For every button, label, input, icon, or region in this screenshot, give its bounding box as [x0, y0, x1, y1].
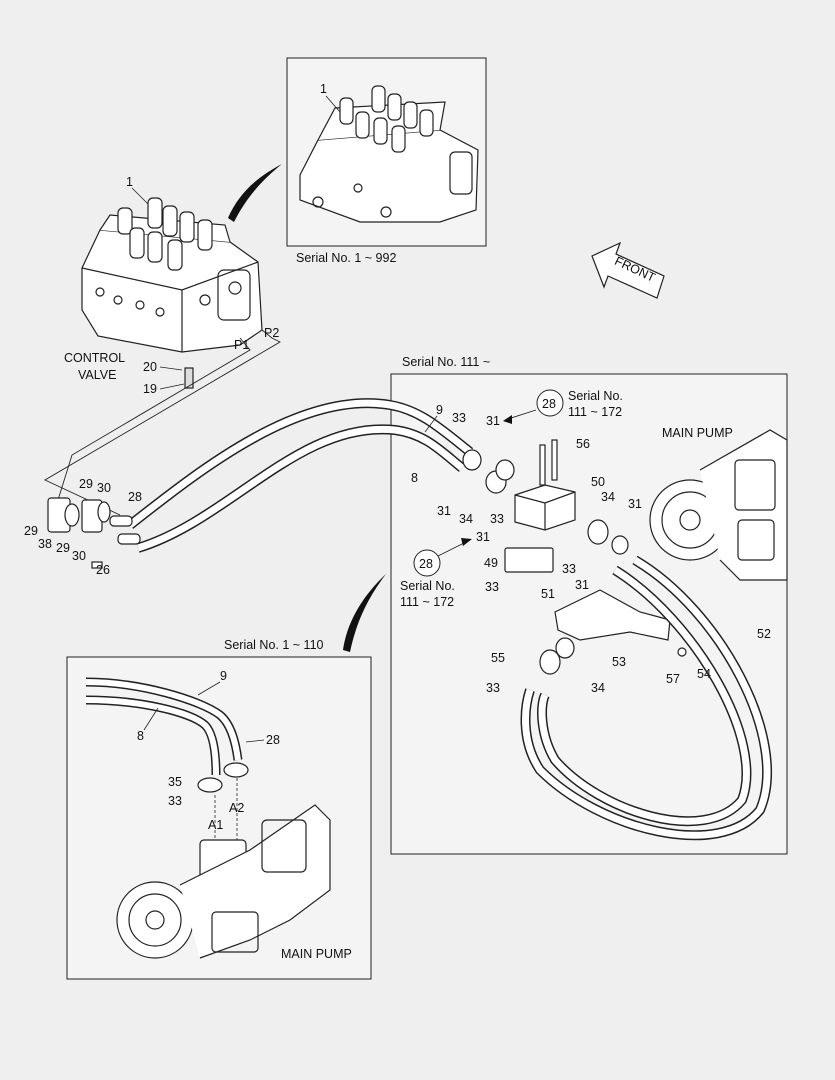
port-a1-label: A1	[208, 818, 223, 832]
left-fittings-drawing	[47, 497, 141, 569]
main-hose-pair	[126, 398, 474, 553]
top-inset-part-1-label: 1	[320, 82, 327, 96]
left-part-30b-label: 30	[72, 549, 86, 563]
b-part-28-label: 28	[266, 733, 280, 747]
circled-ref-28-lower: 28 Serial No. 111 ~ 172	[400, 538, 472, 609]
top-inset-pointer	[228, 164, 282, 222]
circled-ref-28-upper: 28 Serial No. 111 ~ 172	[503, 389, 623, 424]
control-valve-drawing	[81, 197, 263, 389]
right-loop-hoses	[520, 555, 773, 841]
b-part-35-label: 35	[168, 775, 182, 789]
port-p1-leader	[57, 337, 251, 501]
circled-ref-28-upper-note1: Serial No.	[568, 389, 623, 403]
r-part-9-label: 9	[436, 403, 443, 417]
part-20-label: 20	[143, 360, 157, 374]
left-part-28-label: 28	[128, 490, 142, 504]
part-19-label: 19	[143, 382, 157, 396]
r-part-33a-label: 33	[452, 411, 466, 425]
bottom-inset-caption: Serial No. 1 ~ 110	[224, 638, 324, 652]
b-part-9-label: 9	[220, 669, 227, 683]
r-part-31a-label: 31	[486, 414, 500, 428]
bottom-inset-pointer	[343, 574, 386, 652]
r-part-54-label: 54	[697, 667, 711, 681]
r-part-50-label: 50	[591, 475, 605, 489]
r-part-34c-label: 34	[591, 681, 605, 695]
r-part-51-label: 51	[541, 587, 555, 601]
r-part-31d-label: 31	[476, 530, 490, 544]
b-part-9-leader	[197, 681, 221, 696]
right-main-pump-label: MAIN PUMP	[662, 426, 733, 440]
part-20-leader	[159, 366, 183, 371]
control-valve-title-line2: VALVE	[78, 368, 116, 382]
r-part-31b-label: 31	[628, 497, 642, 511]
left-part-29a-label: 29	[79, 477, 93, 491]
circled-ref-28-upper-number: 28	[542, 397, 556, 411]
port-p2-leader	[44, 329, 281, 516]
bottom-main-pump-label: MAIN PUMP	[281, 947, 352, 961]
part-19-leader	[159, 383, 185, 390]
circled-ref-28-lower-note2: 111 ~ 172	[400, 595, 454, 609]
left-part-30a-label: 30	[97, 481, 111, 495]
right-manifold-drawing	[462, 439, 687, 675]
b-part-8-label: 8	[137, 729, 144, 743]
front-arrow: FRONT	[591, 241, 665, 299]
top-inset-part-1-leader	[325, 95, 341, 113]
port-a2-label: A2	[229, 801, 244, 815]
r-part-9-leader	[424, 415, 438, 433]
right-main-pump-drawing	[649, 429, 788, 581]
top-inset-caption: Serial No. 1 ~ 992	[296, 251, 396, 265]
r-part-33e-label: 33	[486, 681, 500, 695]
top-inset-valve-drawing	[299, 85, 479, 223]
r-part-8-label: 8	[411, 471, 418, 485]
r-part-34a-label: 34	[601, 490, 615, 504]
r-part-33c-label: 33	[562, 562, 576, 576]
left-part-26-label: 26	[96, 563, 110, 577]
left-part-38-label: 38	[38, 537, 52, 551]
b-part-28-leader	[245, 739, 265, 743]
right-inset-caption: Serial No. 111 ~	[402, 355, 490, 369]
circled-ref-28-lower-note1: Serial No.	[400, 579, 455, 593]
circled-ref-28-upper-note2: 111 ~ 172	[568, 405, 622, 419]
r-part-57-label: 57	[666, 672, 680, 686]
r-part-34b-label: 34	[459, 512, 473, 526]
port-p1-label: P1	[234, 338, 249, 352]
b-part-33-label: 33	[168, 794, 182, 808]
cv-part-1-label: 1	[126, 175, 133, 189]
bottom-inset-hoses	[85, 677, 243, 776]
left-part-29b-label: 29	[24, 524, 38, 538]
port-p2-label: P2	[264, 326, 279, 340]
r-part-33d-label: 33	[485, 580, 499, 594]
r-part-33b-label: 33	[490, 512, 504, 526]
r-part-49-label: 49	[484, 556, 498, 570]
bottom-inset-pump-drawing	[116, 762, 331, 959]
left-part-29c-label: 29	[56, 541, 70, 555]
b-part-8-leader	[143, 707, 159, 731]
r-part-31c-label: 31	[437, 504, 451, 518]
circled-ref-28-lower-number: 28	[419, 557, 433, 571]
control-valve-title-line1: CONTROL	[64, 351, 125, 365]
r-part-52-label: 52	[757, 627, 771, 641]
r-part-56-label: 56	[576, 437, 590, 451]
r-part-31e-label: 31	[575, 578, 589, 592]
r-part-53-label: 53	[612, 655, 626, 669]
cv-part-1-leader	[131, 187, 149, 205]
r-part-55-label: 55	[491, 651, 505, 665]
